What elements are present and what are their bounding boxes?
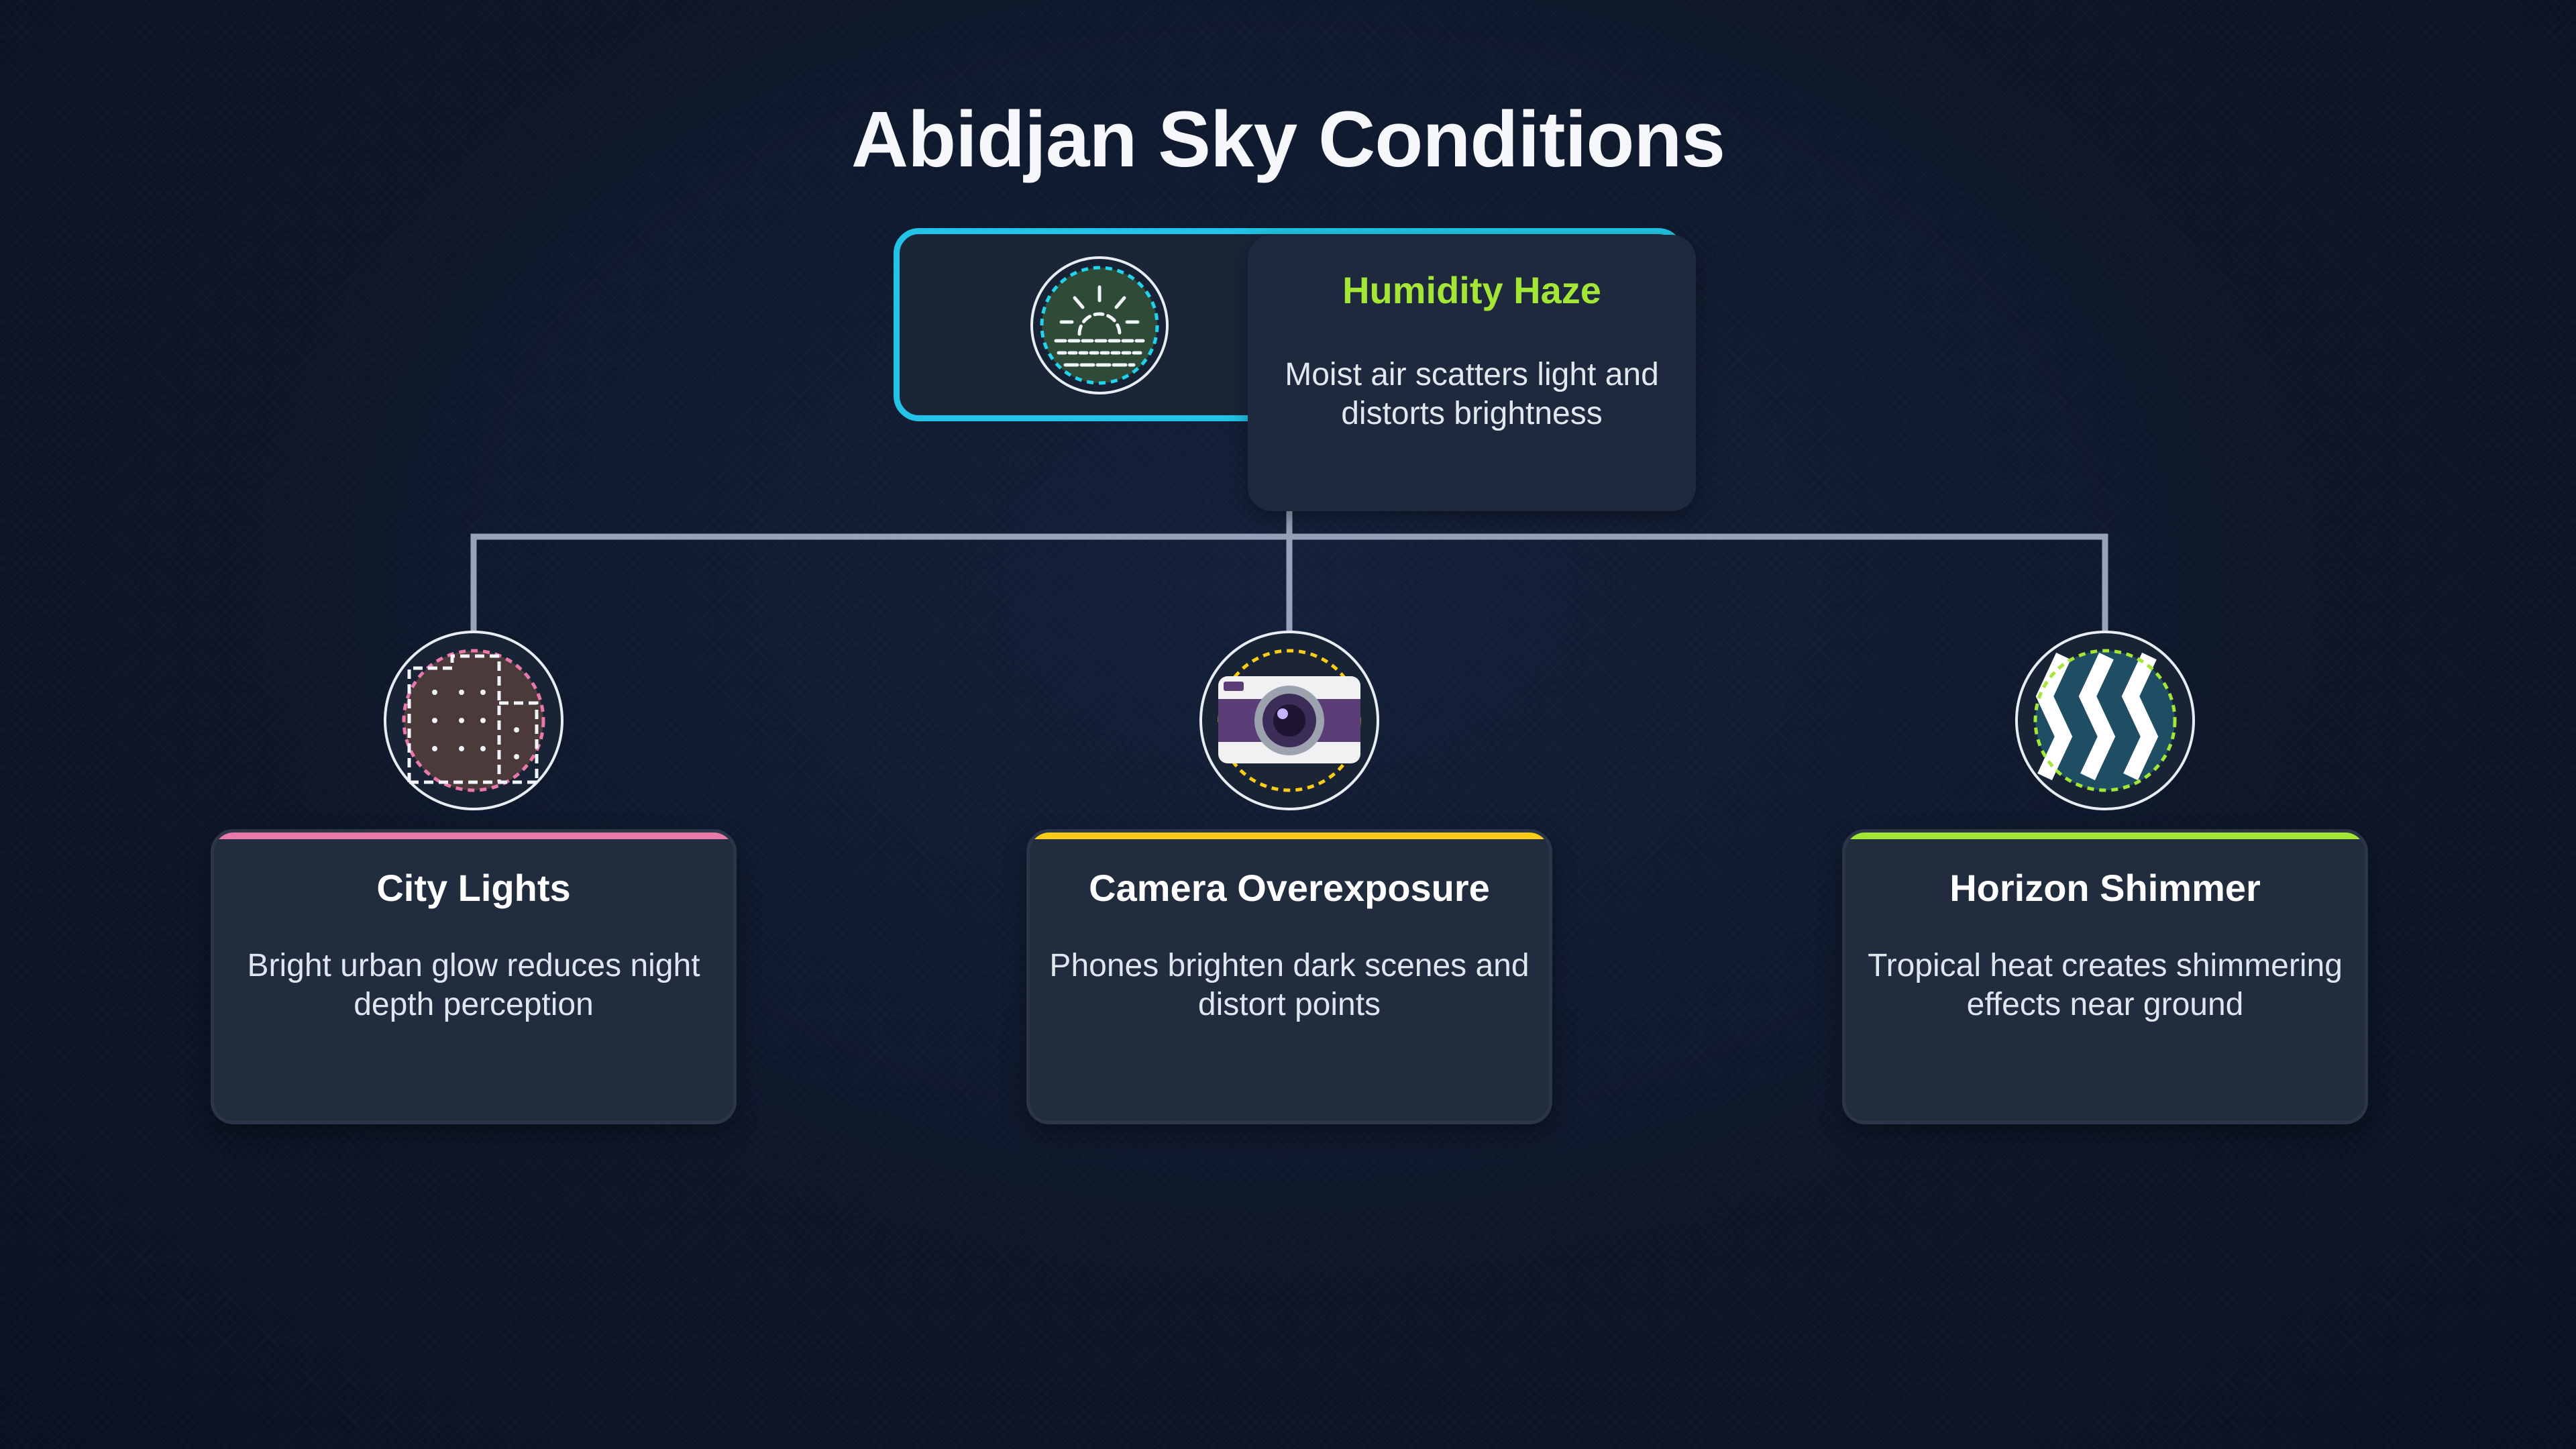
card-accent-bar xyxy=(1030,833,1549,839)
root-node-description: Moist air scatters light and distorts br… xyxy=(1285,357,1659,431)
child-node-horizon-shimmer[interactable]: Horizon Shimmer Tropical heat creates sh… xyxy=(1842,829,2368,1124)
root-node-card xyxy=(1248,235,1696,511)
child-node-description: Bright urban glow reduces night depth pe… xyxy=(247,948,700,1022)
child-node-camera-overexposure[interactable]: Camera Overexposure Phones brighten dark… xyxy=(1026,829,1552,1124)
child-node-title: Horizon Shimmer xyxy=(1949,867,2261,909)
sun-haze-icon xyxy=(1030,256,1169,394)
city-buildings-icon xyxy=(384,631,564,810)
child-node-title: City Lights xyxy=(376,867,571,909)
child-node-title: Camera Overexposure xyxy=(1089,867,1490,909)
card-accent-bar xyxy=(214,833,733,839)
child-node-city-lights[interactable]: City Lights Bright urban glow reduces ni… xyxy=(211,829,737,1124)
card-accent-bar xyxy=(1845,833,2365,839)
page-title: Abidjan Sky Conditions xyxy=(851,95,1725,184)
child-node-description: Phones brighten dark scenes and distort … xyxy=(1049,948,1529,1022)
camera-icon xyxy=(1199,631,1379,810)
child-node-description: Tropical heat creates shimmering effects… xyxy=(1868,948,2343,1022)
heat-shimmer-icon xyxy=(2015,631,2195,810)
root-node-title: Humidity Haze xyxy=(1342,269,1601,311)
